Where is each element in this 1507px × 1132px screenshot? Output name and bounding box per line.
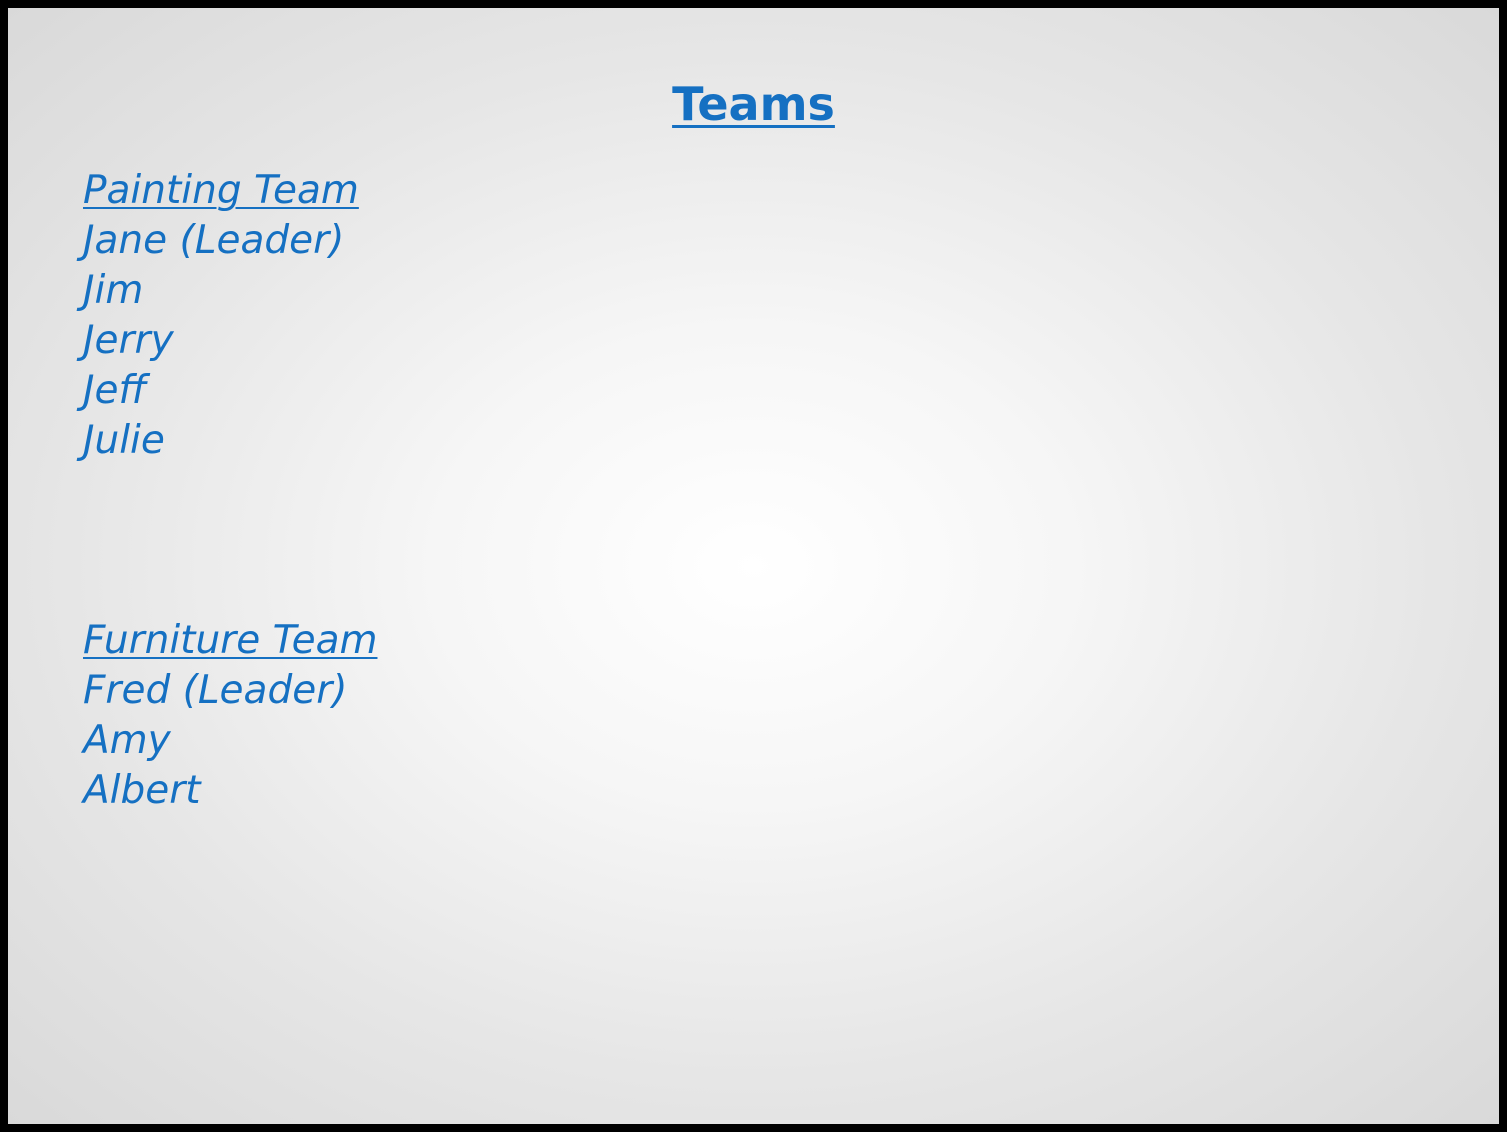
team-member: Julie: [83, 418, 165, 463]
team-member: Amy: [83, 718, 171, 763]
page-title: Teams: [8, 76, 1499, 132]
slide: Teams Painting Team Jane (Leader) Jim Je…: [6, 6, 1501, 1126]
team-heading: Painting Team: [83, 168, 359, 213]
team-furniture: Furniture Team Fred (Leader) Amy Albert: [83, 616, 377, 816]
team-painting: Painting Team Jane (Leader) Jim Jerry Je…: [83, 166, 359, 466]
team-member: Jane (Leader): [83, 218, 345, 263]
team-member: Jim: [83, 268, 144, 313]
team-member-list: Jane (Leader) Jim Jerry Jeff Julie: [83, 216, 359, 466]
team-member: Jeff: [83, 368, 147, 413]
team-heading: Furniture Team: [83, 618, 378, 663]
team-member: Albert: [83, 768, 201, 813]
team-member: Fred (Leader): [83, 668, 348, 713]
team-member-list: Fred (Leader) Amy Albert: [83, 666, 377, 816]
page-title-text: Teams: [672, 77, 835, 131]
team-member: Jerry: [83, 318, 174, 363]
